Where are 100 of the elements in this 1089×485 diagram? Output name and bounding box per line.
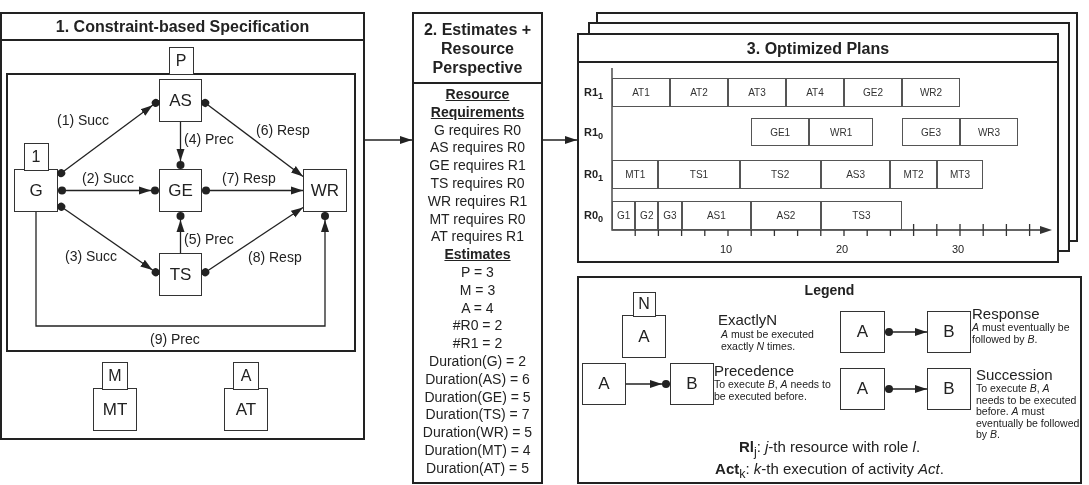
notation-note: Rl$_{j}$: j-th resource with role l. [737,438,922,461]
activity-box: A [840,368,885,410]
row-label: R0$_{1}$ [584,168,604,184]
edge-label: (6) Resp [256,122,310,138]
legend-heading: ExactlyN [718,311,778,328]
cardinality-tab: A [233,362,259,390]
task-bar: GE2 [844,78,902,107]
task-bar: G3 [658,201,682,230]
section-heading: Estimates [443,246,512,264]
row-label: R1$_{0}$ [584,126,604,142]
list-text: Duration(WR) = 5 [421,424,534,441]
task-bar: TS1 [658,160,740,189]
legend-description: A must eventually be followed by B. [972,322,1071,346]
edge-label: (8) Resp [248,249,302,265]
arrow [35,211,329,327]
task-bar: MT3 [936,160,984,189]
activity-box: G [14,169,58,212]
arrow [884,328,928,336]
task-bar: AS2 [751,201,821,230]
edge-label: (9) Prec [150,331,200,347]
list-text: MT requires R0 [428,210,527,227]
tick-label: 10 [720,243,733,255]
task-bar: G2 [635,201,659,230]
list-text: #R1 = 2 [451,335,504,352]
section-heading: Resource Requirements [429,86,526,122]
tick-label: 30 [952,243,965,255]
list-text: GE requires R1 [428,157,527,174]
cardinality-tab: P [168,47,194,75]
panel-frame [412,12,543,484]
activity-box: A [582,363,626,405]
list-text: Duration(G) = 2 [428,353,527,369]
list-text: Duration(GE) = 5 [423,388,532,405]
task-bar: AT1 [612,78,670,107]
panel-title: 3. Optimized Plans [579,35,1057,63]
arrow [364,136,413,144]
task-bar: AS1 [681,201,752,230]
edge-label: (1) Succ [57,112,110,128]
legend-description: To execute B, A needs to be executed before. [714,379,832,403]
activity-box: B [927,311,971,353]
task-bar: AT3 [728,78,786,107]
panel-title: 2. Estimates + Resource Perspective [414,14,541,84]
arrow [57,202,160,277]
legend-heading: Precedence [714,362,795,379]
list-text: AT requires R1 [430,228,525,245]
task-bar: MT2 [890,160,937,189]
task-bar: WR3 [960,118,1018,146]
task-bar: WR1 [809,118,873,146]
arrow [201,206,304,277]
list-text: M = 3 [458,281,497,298]
activity-box: AT [224,388,268,431]
panel-frame [577,33,1059,263]
list-text: AS requires R0 [429,139,526,156]
arrow [176,121,185,170]
task-bar: AT4 [786,78,844,107]
task-bar: TS3 [820,201,902,230]
list-text: WR requires R1 [426,192,529,209]
list-text: #R0 = 2 [451,317,504,334]
edge-label: (7) Resp [222,170,276,186]
task-bar: GE1 [751,118,810,146]
panel-title: 1. Constraint-based Specification [2,14,363,41]
arrow [176,211,185,254]
panel-frame [0,12,365,440]
edge-label: (5) Prec [184,231,234,247]
arrow [201,98,304,178]
tick-label: 20 [836,243,849,255]
task-bar: AS3 [820,160,891,189]
task-bar: MT1 [612,160,659,189]
legend-title: Legend [803,282,856,298]
edge-label: (4) Prec [184,131,234,147]
task-bar: GE3 [902,118,960,146]
cardinality-tab: 1 [23,143,49,171]
arrow [57,186,160,195]
row-label: R1$_{1}$ [584,86,604,102]
task-bar: TS2 [739,160,821,189]
list-text: G requires R0 [432,121,523,138]
list-text: Duration(MT) = 4 [423,442,532,458]
activity-box: A [840,311,885,353]
arrow [542,136,578,144]
list-text: Duration(TS) = 7 [424,406,531,423]
activity-box: WR [303,169,347,212]
activity-box: MT [93,388,137,431]
row-label: R0$_{0}$ [584,209,604,225]
legend-description: To execute B, A needs to be executed before. A must eventually be followed by B. [976,383,1080,441]
notation-note: Act$_{k}$: k-th execution of activity Act. [714,460,945,483]
activity-box: B [927,368,971,410]
activity-box: TS [159,253,202,296]
task-bar: WR2 [902,78,960,107]
legend-heading: Response [972,305,1040,322]
list-text: Duration(AS) = 6 [424,370,531,387]
list-text: Duration(AT) = 5 [425,459,530,476]
activity-box: AS [159,79,202,122]
task-bar: G1 [612,201,636,230]
edge-label: (2) Succ [82,170,135,186]
legend-description: A must be executed exactly N times. [721,329,815,353]
arrow [201,186,304,195]
edge-label: (3) Succ [65,248,118,264]
list-text: P = 3 [460,264,495,280]
task-bar: AT2 [670,78,728,107]
cardinality-tab: M [102,362,128,390]
arrow [625,380,671,388]
